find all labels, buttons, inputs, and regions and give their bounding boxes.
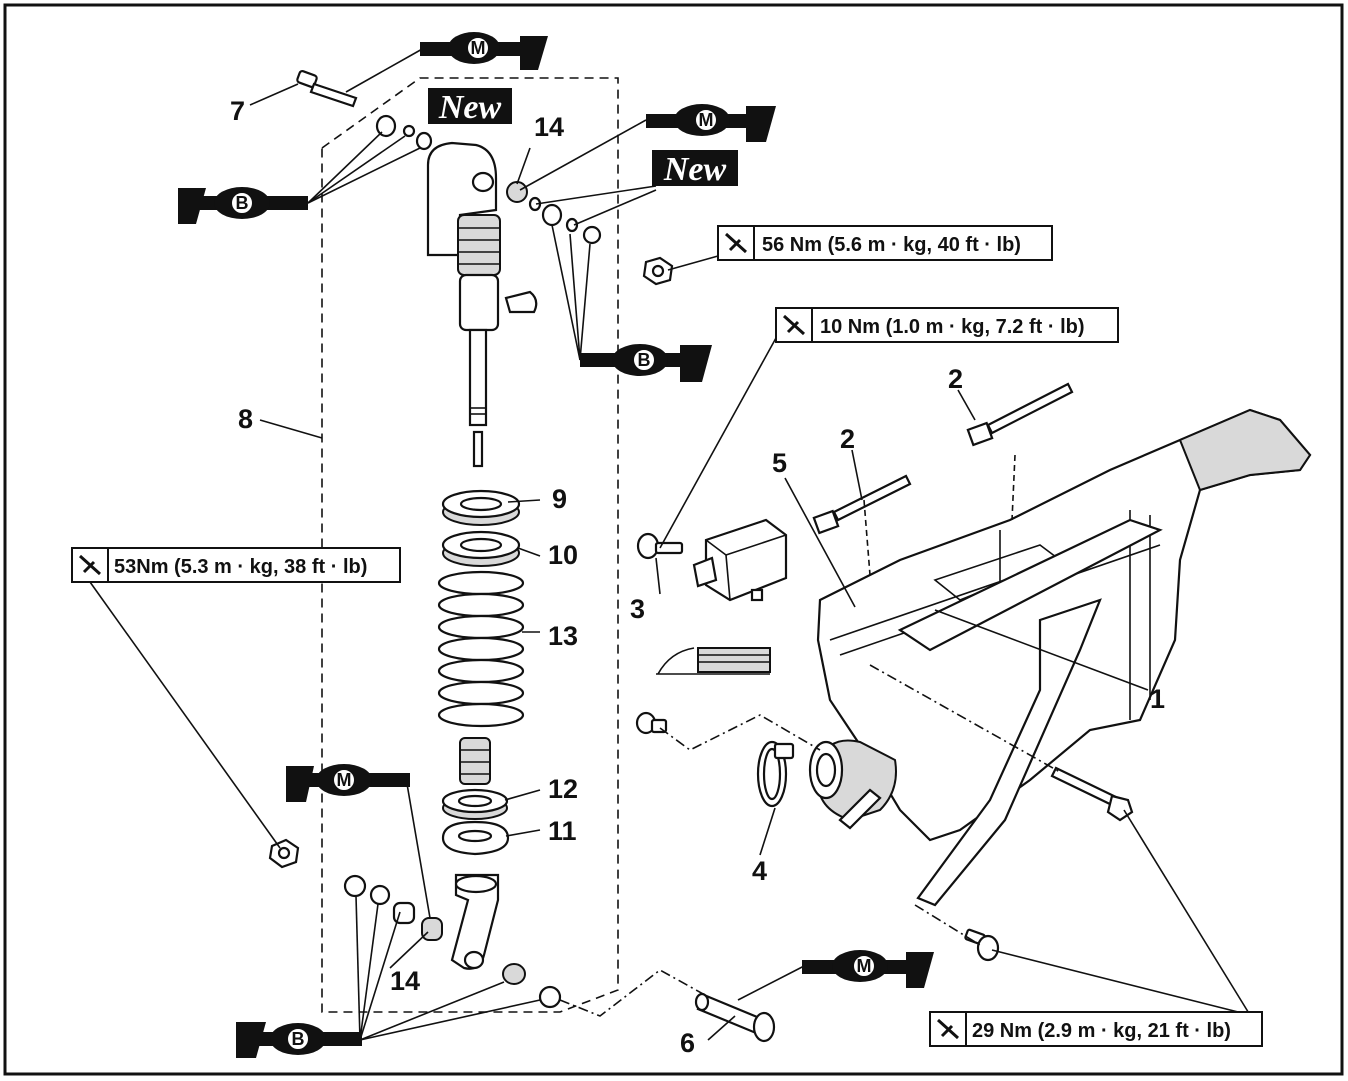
part-4-clamp [756, 740, 795, 808]
lithium-grease-symbol: B [236, 1022, 362, 1058]
torque-spec-29nm: 29 Nm (2.9 m · kg, 21 ft · lb) [929, 1011, 1263, 1047]
callout-9: 9 [552, 484, 567, 514]
lithium-grease-symbol: B [580, 344, 712, 382]
torque-wrench-icon [936, 1018, 960, 1040]
callout-6: 6 [680, 1028, 695, 1058]
torque-text: 53Nm (5.3 m · kg, 38 ft · lb) [114, 556, 367, 578]
callout-13: 13 [548, 621, 578, 651]
part-6-pin [694, 992, 776, 1043]
callout-14: 14 [390, 966, 420, 996]
top-oring [402, 124, 416, 138]
lower-nut [268, 838, 300, 869]
right-oring-b [565, 217, 579, 233]
lithium-grease-symbol: B [178, 187, 308, 224]
part-11-spring-seat [441, 820, 510, 856]
diagram-frame [3, 3, 1344, 1076]
torque-spec-56nm: 56 Nm (5.6 m · kg, 40 ft · lb) [717, 225, 1053, 261]
part-2-cable-tie-b [966, 382, 1074, 447]
lower-collar-b [369, 884, 391, 906]
molybdenum-grease-symbol: M [646, 104, 776, 142]
long-bolt [1050, 766, 1134, 822]
lube-letter: B [292, 1029, 305, 1049]
part-3-bolt [636, 532, 684, 560]
electrical-unit [692, 518, 788, 602]
lube-letter: M [471, 38, 486, 58]
torque-wrench-icon [78, 554, 102, 576]
torque-spec-53nm: 53Nm (5.3 m · kg, 38 ft · lb) [71, 547, 401, 583]
callout-2: 2 [948, 364, 963, 394]
callout-14: 14 [534, 112, 564, 142]
lube-letter: M [699, 110, 714, 130]
torque-text: 56 Nm (5.6 m · kg, 40 ft · lb) [762, 234, 1021, 256]
torque-text: 29 Nm (2.9 m · kg, 21 ft · lb) [972, 1020, 1231, 1042]
lower-collar-right-b [538, 985, 562, 1009]
lube-letter: B [638, 350, 651, 370]
lower-bushing [392, 901, 416, 925]
top-bushing [415, 131, 433, 151]
callout-2: 2 [840, 424, 855, 454]
lube-letter: B [236, 193, 249, 213]
part-2-cable-tie-a [812, 474, 912, 535]
adhesive-tape-symbol [656, 647, 771, 675]
part-9-locknut [441, 489, 521, 526]
top-nut [642, 256, 674, 286]
callout-3: 3 [630, 594, 645, 624]
part-10-adjuster [441, 530, 521, 567]
callout-4: 4 [752, 856, 767, 886]
torque-text: 10 Nm (1.0 m · kg, 7.2 ft · lb) [820, 316, 1085, 338]
callout-1: 1 [1150, 684, 1165, 714]
small-bolt [964, 928, 1000, 962]
new-badge-text: New [663, 151, 727, 188]
new-badge-top: New [428, 88, 512, 126]
part-14-lower-bearing [421, 917, 443, 941]
lube-letter: M [337, 770, 352, 790]
right-washer [582, 225, 602, 245]
torque-wrench-icon [724, 232, 748, 254]
molybdenum-grease-symbol: M [802, 950, 934, 988]
callout-10: 10 [548, 540, 578, 570]
callout-8: 8 [238, 404, 253, 434]
lube-letter: M [857, 956, 872, 976]
lower-collar-a [343, 874, 367, 898]
part-7-bolt [296, 70, 358, 108]
molybdenum-grease-symbol: M [420, 32, 548, 70]
rear-frame-airbox [808, 408, 1312, 907]
callout-11: 11 [548, 816, 577, 846]
shock-assembly-dashed-outline [321, 77, 619, 1013]
leader-lines [89, 47, 1251, 1041]
torque-wrench-icon [782, 314, 806, 336]
callout-7: 7 [230, 96, 245, 126]
callout-5: 5 [772, 448, 787, 478]
lower-collar-right-a [502, 963, 526, 985]
torque-spec-10nm: 10 Nm (1.0 m · kg, 7.2 ft · lb) [775, 307, 1119, 343]
shock-absorber [426, 141, 538, 970]
new-badge-text: New [438, 89, 502, 126]
new-badge-right: New [652, 150, 738, 188]
top-collar [375, 114, 397, 138]
part-12-spring-guide [441, 788, 509, 820]
callout-12: 12 [548, 774, 578, 804]
right-collar [541, 203, 563, 227]
part-14-upper-bearing [506, 181, 528, 203]
molybdenum-grease-symbol: M [286, 764, 410, 802]
part-13-spring [437, 570, 525, 728]
